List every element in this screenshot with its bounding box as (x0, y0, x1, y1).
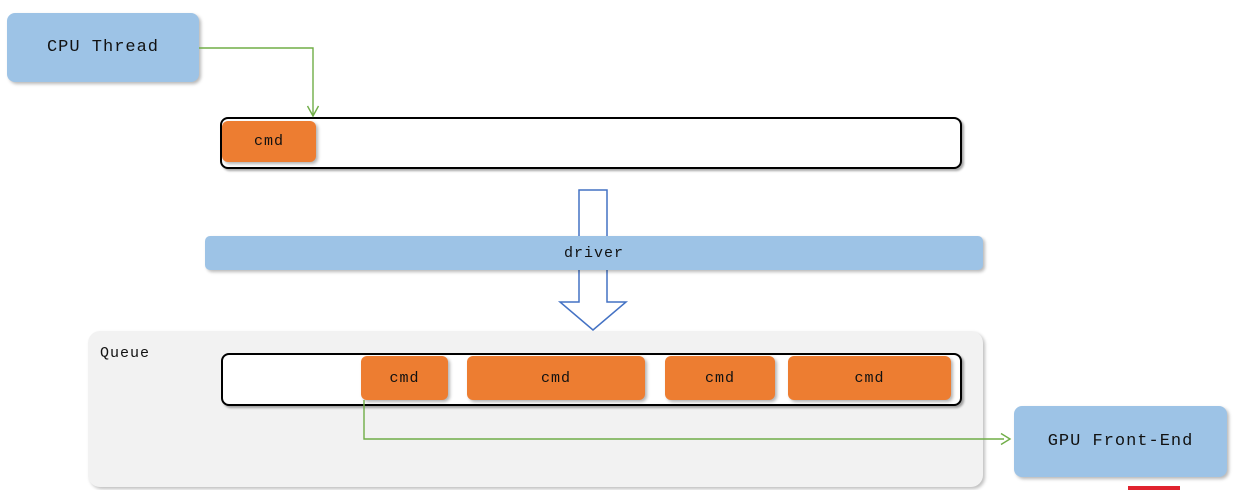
gpu-front-end-node: GPU Front-End (1014, 406, 1227, 477)
cmd-block: cmd (222, 121, 316, 162)
cpu-thread-node: CPU Thread (7, 13, 199, 82)
cmd-block: cmd (467, 356, 645, 400)
cmd-label: cmd (389, 369, 420, 387)
gpu-front-end-label: GPU Front-End (1047, 432, 1194, 451)
cmd-block: cmd (665, 356, 775, 400)
cmd-label: cmd (253, 133, 284, 150)
cmd-label: cmd (854, 369, 885, 387)
red-marker (1128, 486, 1180, 490)
driver-bar: driver (205, 236, 983, 270)
cmd-block: cmd (361, 356, 448, 400)
cmd-block: cmd (788, 356, 951, 400)
cpu-thread-label: CPU Thread (46, 38, 160, 57)
cmd-label: cmd (704, 369, 735, 387)
queue-label: Queue (100, 345, 151, 362)
cmd-label: cmd (540, 369, 571, 387)
driver-label: driver (563, 244, 624, 262)
command-buffer (220, 117, 962, 169)
arrow-cpu-to-buffer-icon (199, 47, 320, 118)
